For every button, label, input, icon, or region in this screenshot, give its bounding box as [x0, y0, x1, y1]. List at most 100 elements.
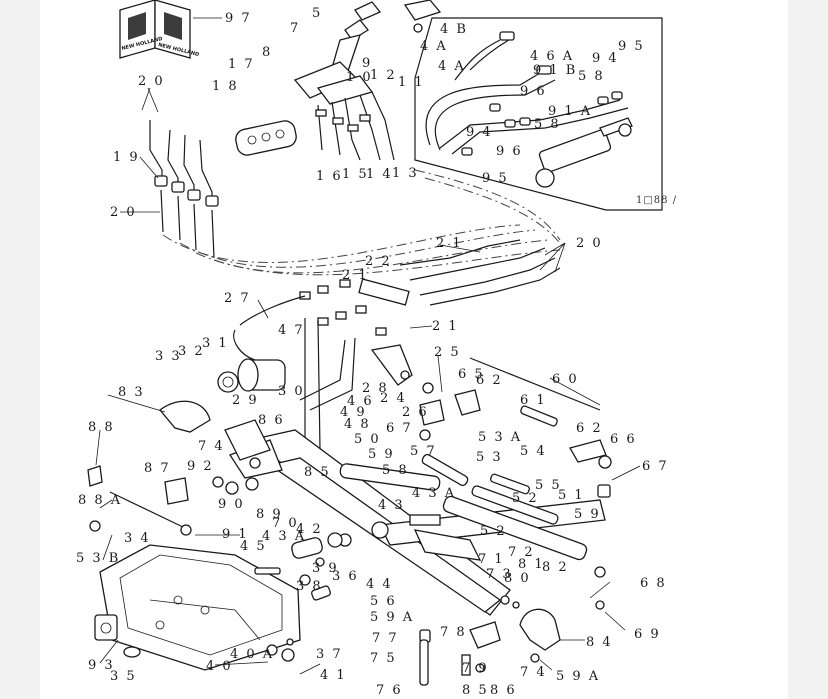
callout-17: 1 7	[228, 57, 255, 72]
main-lift-arm	[229, 429, 606, 616]
callout-67-a: 6 7	[386, 421, 413, 436]
callout-59a-b: 5 9 A	[556, 669, 600, 684]
housing-34	[94, 544, 301, 671]
callout-93: 9 3	[88, 658, 115, 673]
callout-71: 7 1	[478, 552, 505, 567]
hose-routes	[162, 169, 566, 276]
callout-85-b: 8 5	[462, 683, 489, 698]
callout-58-inset-a: 5 8	[578, 69, 605, 84]
callout-49: 4 9	[340, 405, 367, 420]
callout-21-b: 2 1	[342, 268, 369, 283]
callout-86: 8 6	[258, 413, 285, 428]
callout-50: 5 0	[354, 432, 381, 447]
callout-7: 7	[290, 21, 300, 36]
callout-76: 7 6	[376, 683, 403, 698]
callout-94-top: 9 4	[592, 51, 619, 66]
callout-41: 4 1	[320, 668, 347, 683]
lower-link-parts	[87, 400, 271, 536]
callout-29: 2 9	[232, 393, 259, 408]
callout-59-b: 5 9	[574, 507, 601, 522]
right-lower-link	[419, 595, 605, 686]
callout-54: 5 4	[520, 444, 547, 459]
callout-74-a: 7 4	[198, 439, 225, 454]
callout-20-right: 2 0	[576, 236, 603, 251]
callout-80: 8 0	[504, 571, 531, 586]
callout-55: 5 5	[535, 478, 562, 493]
callout-87: 8 7	[144, 461, 171, 476]
callout-33: 3 3	[155, 349, 182, 364]
callout-59a-a: 5 9 A	[370, 610, 414, 625]
callout-4a-inset: 4 A	[438, 59, 466, 74]
callout-82: 8 2	[542, 560, 569, 575]
callout-48: 4 8	[344, 417, 371, 432]
callout-91b: 9 1 B	[533, 63, 577, 78]
callout-81: 8 1	[518, 557, 545, 572]
callout-46: 4 6	[347, 394, 374, 409]
callout-70: 7 0	[272, 516, 299, 531]
callout-20-top: 2 0	[138, 74, 165, 89]
callout-58-main: 5 8	[382, 463, 409, 478]
callout-32: 3 2	[178, 344, 205, 359]
callout-95-top: 9 5	[618, 39, 645, 54]
left-margin-band	[0, 0, 40, 699]
callout-34: 3 4	[124, 531, 151, 546]
callout-62-a: 6 2	[476, 373, 503, 388]
pump-31	[217, 329, 286, 393]
callout-89: 8 9	[256, 507, 283, 522]
callout-53: 5 3	[476, 450, 503, 465]
callout-38: 3 8	[296, 579, 323, 594]
callout-10: 1 0	[346, 70, 373, 85]
callout-4b: 4 B	[440, 22, 468, 37]
left-pipe-bundle	[149, 120, 297, 259]
callout-5: 5	[312, 6, 322, 21]
new-holland-logo: NEW HOLLAND NEW HOLLAND	[119, 0, 200, 59]
callout-77: 7 7	[372, 631, 399, 646]
callout-12: 1 2	[370, 68, 397, 83]
callout-42: 4 2	[296, 522, 323, 537]
callout-91a: 9 1 A	[548, 104, 592, 119]
inset-reference-code: 1□88 /	[636, 195, 677, 206]
callout-91: 9 1	[222, 527, 249, 542]
callout-67-b: 6 7	[642, 459, 669, 474]
callout-65: 6 5	[458, 367, 485, 382]
pin-cluster	[254, 532, 343, 662]
callout-47: 4 7	[278, 323, 305, 338]
callout-85: 8 5	[304, 465, 331, 480]
callout-9: 9	[362, 56, 372, 71]
callout-53b: 5 3 B	[76, 551, 120, 566]
callout-31: 3 1	[202, 336, 229, 351]
callout-84: 8 4	[586, 635, 613, 650]
middle-hoses	[239, 239, 561, 451]
callout-44: 4 4	[366, 577, 393, 592]
callout-24: 2 4	[380, 391, 407, 406]
callout-69: 6 9	[634, 627, 661, 642]
callout-37: 3 7	[316, 647, 343, 662]
callout-52-a: 5 2	[512, 491, 539, 506]
callout-78: 7 8	[440, 625, 467, 640]
bracket-24	[370, 344, 434, 394]
callout-95-bottom: 9 5	[482, 171, 509, 186]
callout-96-a: 9 6	[520, 84, 547, 99]
callout-72: 7 2	[508, 545, 535, 560]
callout-19: 1 9	[113, 150, 140, 165]
callout-58-inset-b: 5 8	[534, 117, 561, 132]
callout-59-a: 5 9	[368, 447, 395, 462]
top-valve-assembly	[293, 0, 442, 161]
callout-43: 4 3	[378, 498, 405, 513]
callout-43a-a: 4 3 A	[412, 486, 456, 501]
callout-21-c: 2 1	[432, 319, 459, 334]
right-margin-band	[788, 0, 828, 699]
callout-22: 2 2	[365, 254, 392, 269]
callout-92: 9 2	[187, 459, 214, 474]
callout-15: 1 5	[342, 167, 369, 182]
callout-79: 7 9	[462, 661, 489, 676]
callout-40: 4 0	[206, 659, 233, 674]
callout-52-b: 5 2	[480, 524, 507, 539]
callout-4a-top: 4 A	[420, 39, 448, 54]
callout-53a: 5 3 A	[478, 430, 522, 445]
callout-74-b: 7 4	[520, 665, 547, 680]
callout-96-b: 9 6	[496, 144, 523, 159]
callout-62-b: 6 2	[576, 421, 603, 436]
